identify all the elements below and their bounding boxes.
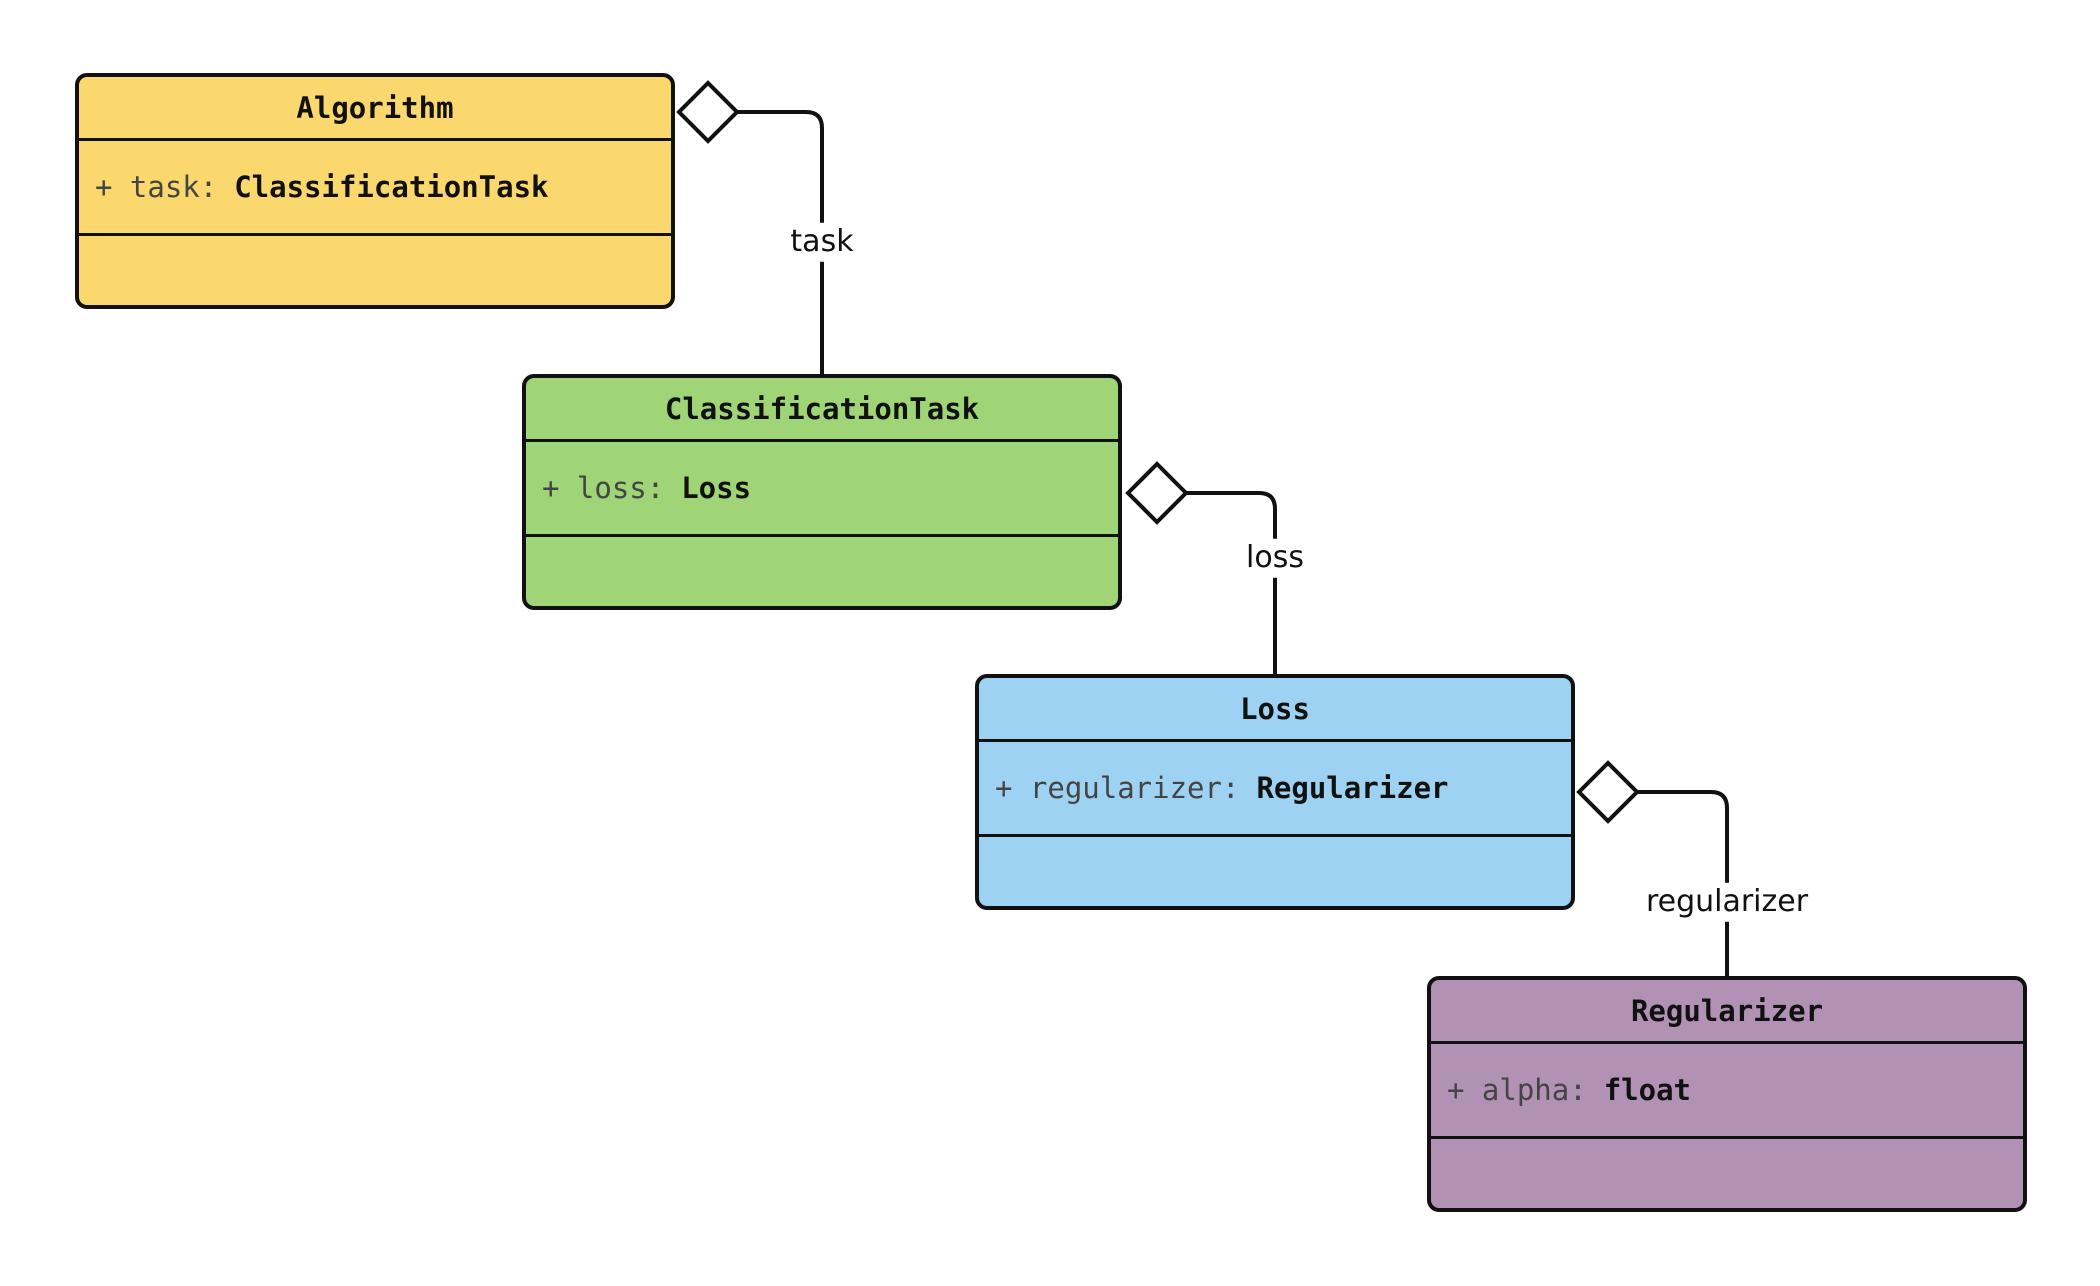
- class-methods-empty: [979, 837, 1571, 906]
- class-methods-empty: [526, 537, 1118, 606]
- aggregation-diamond-icon: [1125, 461, 1189, 525]
- edge-label-task: task: [782, 222, 862, 262]
- edge-task: [737, 110, 824, 374]
- class-title: Regularizer: [1431, 980, 2023, 1044]
- edge-loss: [1186, 491, 1277, 674]
- class-attributes: + loss: Loss: [526, 442, 1118, 537]
- aggregation-diamond-icon: [676, 80, 740, 144]
- attribute-name: + loss:: [542, 471, 665, 505]
- attribute-type: Loss: [681, 471, 752, 505]
- edge-label-loss: loss: [1238, 538, 1312, 578]
- attribute-type: Regularizer: [1256, 771, 1449, 805]
- attribute-name: + task:: [95, 170, 218, 204]
- class-title: Loss: [979, 678, 1571, 742]
- class-title: Algorithm: [79, 77, 671, 141]
- class-methods-empty: [79, 236, 671, 305]
- class-attributes: + alpha: float: [1431, 1044, 2023, 1139]
- attribute-type: ClassificationTask: [234, 170, 549, 204]
- class-title: ClassificationTask: [526, 378, 1118, 442]
- attribute-name: + regularizer:: [995, 771, 1240, 805]
- class-box-regularizer: Regularizer + alpha: float: [1427, 976, 2027, 1212]
- aggregation-diamond-icon: [1576, 760, 1640, 824]
- attribute-type: float: [1603, 1073, 1691, 1107]
- class-box-algorithm: Algorithm + task: ClassificationTask: [75, 73, 675, 309]
- class-box-classificationtask: ClassificationTask + loss: Loss: [522, 374, 1122, 610]
- attribute-name: + alpha:: [1447, 1073, 1587, 1107]
- class-attributes: + regularizer: Regularizer: [979, 742, 1571, 837]
- class-attributes: + task: ClassificationTask: [79, 141, 671, 236]
- class-box-loss: Loss + regularizer: Regularizer: [975, 674, 1575, 910]
- edge-label-regularizer: regularizer: [1637, 882, 1817, 922]
- edge-regularizer: [1637, 790, 1729, 976]
- class-methods-empty: [1431, 1139, 2023, 1208]
